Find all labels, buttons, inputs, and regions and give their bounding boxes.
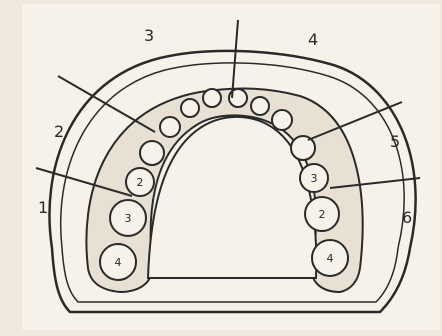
tooth-left-central [203, 89, 221, 107]
tooth-left-lateral [181, 99, 199, 117]
tooth-right-canine [272, 110, 292, 130]
pointer-line-3 [232, 20, 238, 98]
label-4: 4 [308, 30, 318, 49]
tooth-left-premolar-1 [140, 141, 164, 165]
label-2: 2 [54, 122, 64, 141]
tooth-mark-r1: 2 [319, 208, 326, 221]
label-6: 6 [402, 208, 412, 227]
tooth-mark-r2: 3 [311, 172, 318, 185]
tooth-mark-r3: 4 [327, 252, 334, 265]
tooth-mark-l2: 3 [125, 212, 132, 225]
tooth-mark-l3: 2 [137, 176, 144, 189]
label-5: 5 [390, 132, 400, 151]
tooth-mark-l1: 4 [115, 256, 122, 269]
label-3: 3 [144, 26, 154, 45]
tooth-left-canine [160, 117, 180, 137]
label-1: 1 [38, 198, 48, 217]
tooth-right-lateral [251, 97, 269, 115]
